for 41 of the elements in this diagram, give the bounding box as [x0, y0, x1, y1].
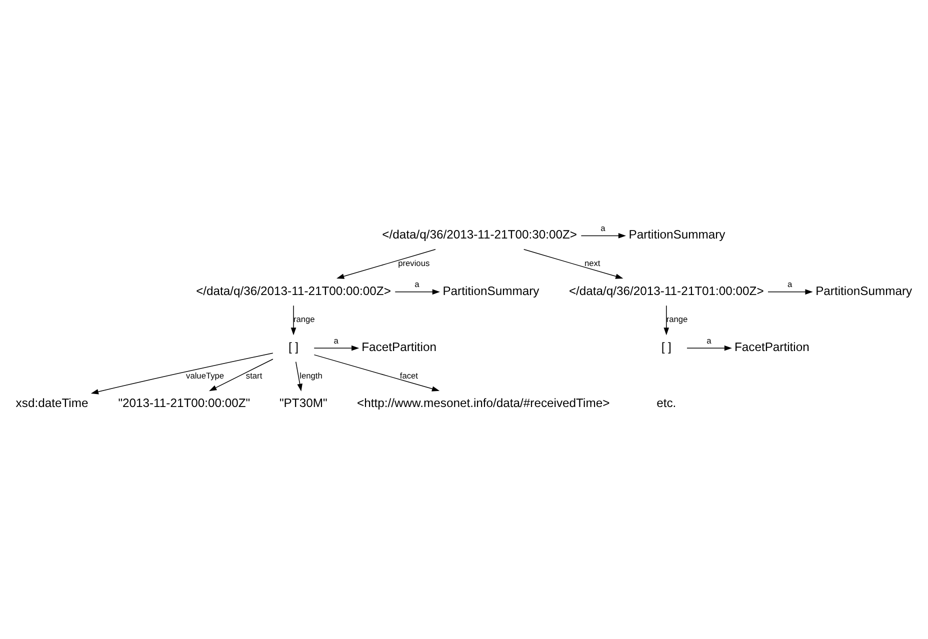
node-text: PartitionSummary	[628, 227, 726, 242]
edge-label: a	[787, 278, 792, 289]
arrow	[580, 232, 626, 238]
node-text: </data/q/36/2013-11-21T01:00:00Z>	[568, 283, 764, 298]
label: etc.	[656, 396, 676, 410]
node-text: FacetPartition	[734, 339, 810, 354]
edge-label: next	[584, 257, 600, 268]
node-text: </data/q/36/2013-11-21T00:00:00Z>	[196, 283, 391, 298]
edge-label: facet	[400, 370, 418, 380]
edge-label: a	[600, 222, 606, 232]
edge-label: range	[666, 314, 688, 324]
edge-label: length	[300, 370, 322, 380]
arrow	[664, 304, 670, 335]
node-text: FacetPartition	[362, 339, 437, 354]
arrow	[686, 344, 732, 350]
arrow	[290, 304, 296, 335]
edge-label: a	[706, 334, 712, 345]
edge-label: a	[334, 334, 338, 345]
node-text: [ ]	[661, 339, 672, 354]
node-text: "PT30M"	[280, 396, 328, 410]
arrow	[523, 248, 624, 278]
edge-label: valueType	[186, 370, 224, 380]
edge-label: previous	[398, 257, 430, 268]
arrow	[314, 354, 440, 391]
arrow	[768, 288, 813, 294]
edge-label: start	[246, 370, 262, 380]
edge-label: a	[414, 278, 420, 289]
node-text: PartitionSummary	[816, 283, 912, 298]
node-text: PartitionSummary	[442, 283, 540, 298]
arrow	[90, 352, 274, 394]
node-text: <http://www.mesonet.info/data/#receivedTime>	[357, 396, 610, 410]
edge-label: range	[293, 314, 315, 324]
arrow	[295, 360, 302, 391]
node-text: [ ]	[288, 339, 299, 354]
node-text: </data/q/36/2013-11-21T00:30:00Z>	[382, 227, 577, 242]
arrow	[209, 358, 274, 391]
node-text: "2013-11-21T00:00:00Z"	[118, 396, 250, 410]
arrow	[394, 288, 440, 294]
arrow	[336, 248, 436, 278]
node-text: xsd:dateTime	[16, 396, 88, 410]
arrow	[314, 344, 360, 350]
